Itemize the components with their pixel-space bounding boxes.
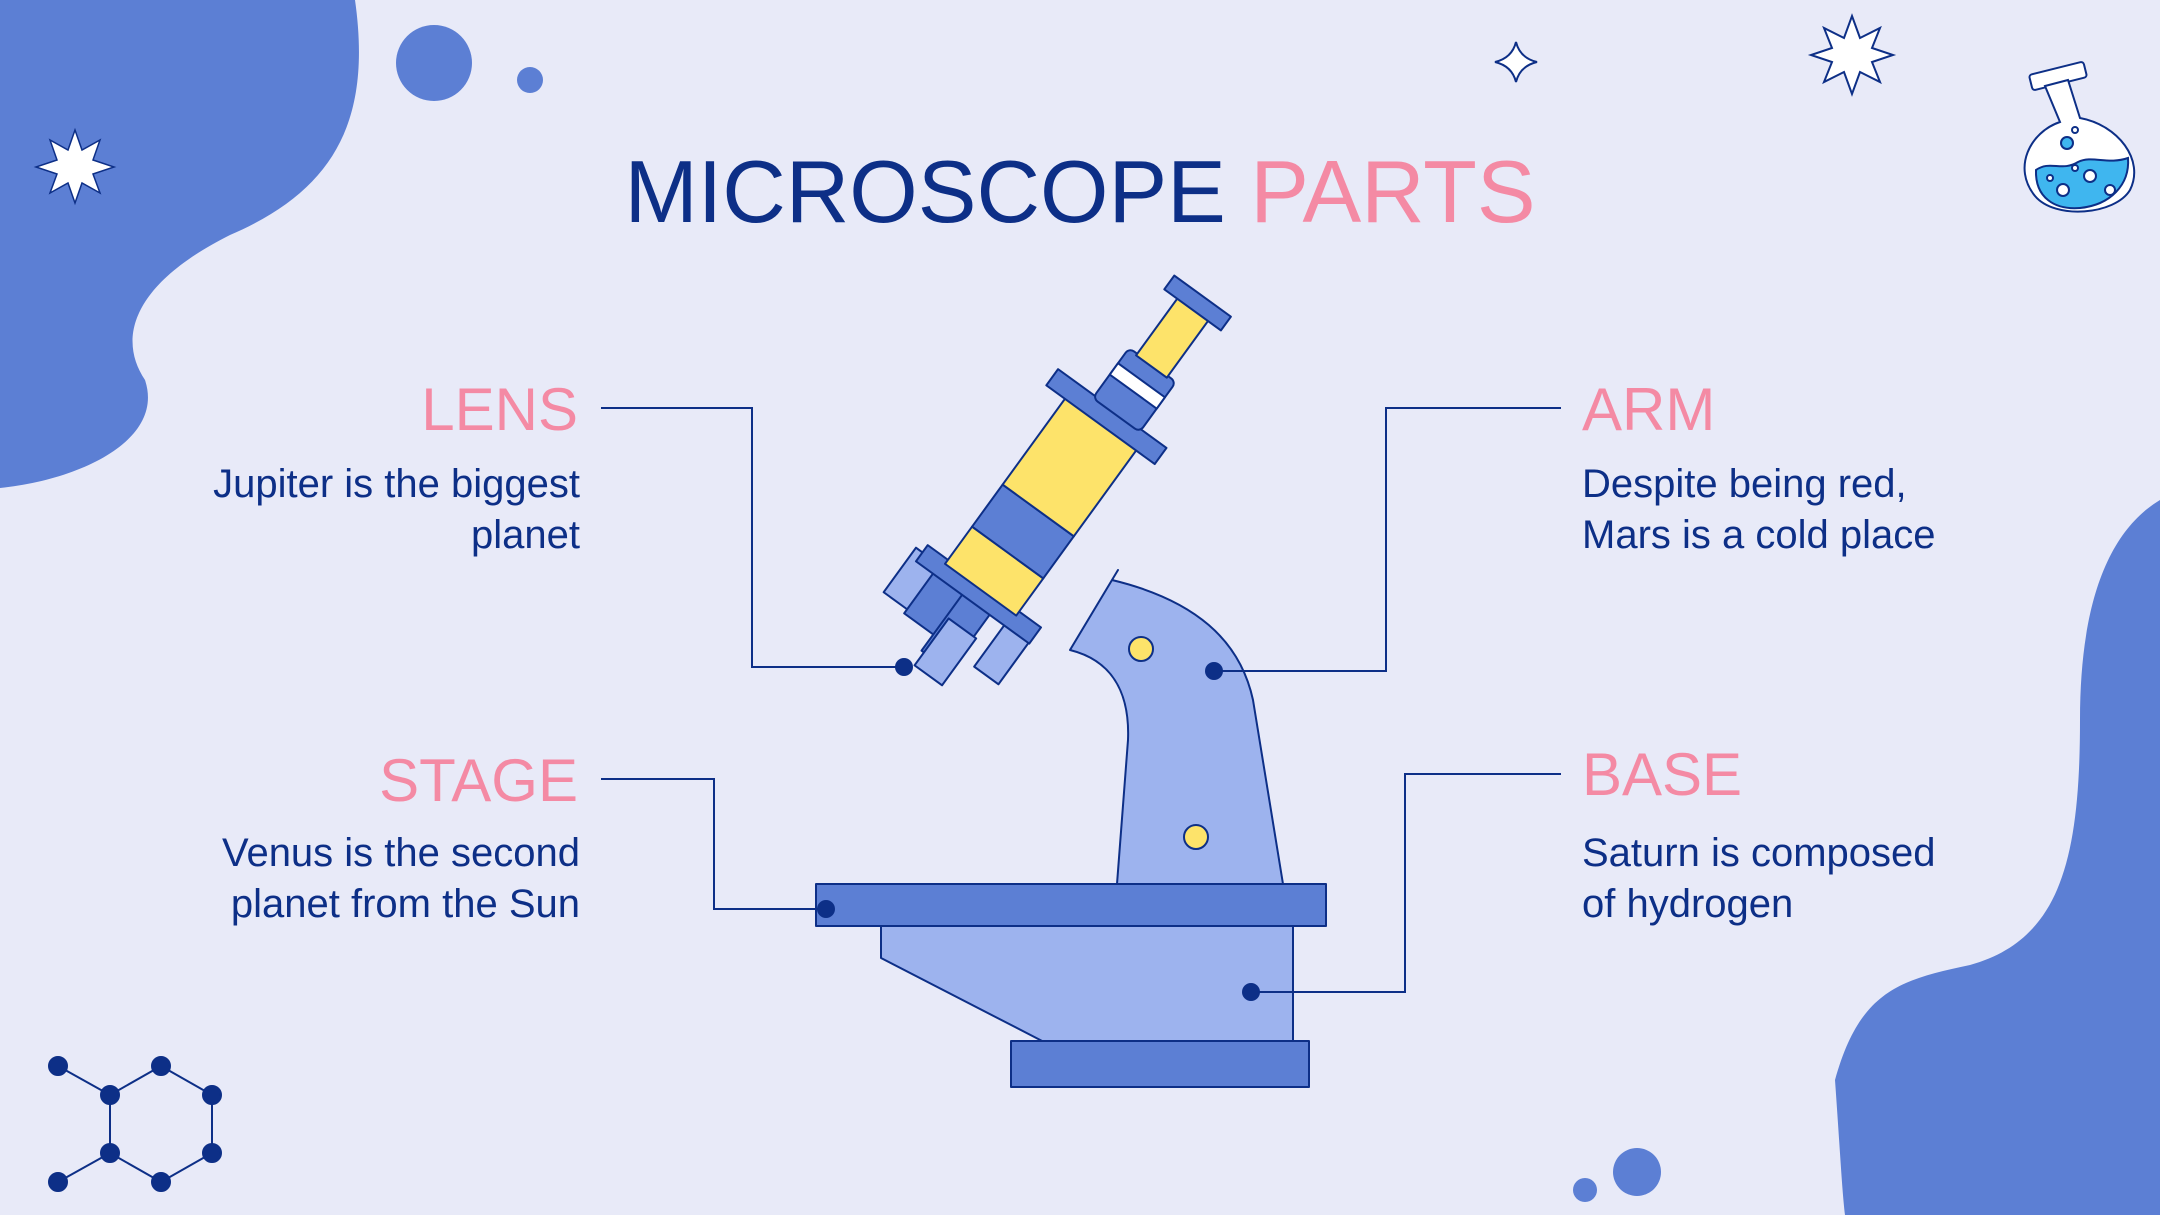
lens-description: Jupiter is the biggest planet	[60, 459, 580, 561]
arm-label: ARM	[1582, 376, 1716, 443]
lens-connector	[601, 407, 904, 668]
stage-label: STAGE	[379, 747, 578, 814]
microscope-base-body	[880, 924, 1294, 1044]
stage-connector	[601, 778, 826, 910]
lens-desc-line2: planet	[471, 513, 580, 557]
microscope-stage	[815, 883, 1327, 927]
flask-icon	[2023, 61, 2136, 213]
base-label: BASE	[1582, 741, 1743, 808]
dot-large	[396, 25, 472, 101]
lens-label: LENS	[421, 376, 578, 443]
dot-large	[1613, 1148, 1661, 1196]
star-icon	[33, 127, 117, 206]
connector-lines	[601, 407, 1561, 993]
base-desc-line1: Saturn is composed	[1582, 831, 1936, 875]
base-description: Saturn is composed of hydrogen	[1582, 828, 2102, 930]
stage-desc-line1: Venus is the second	[221, 831, 580, 875]
microscope-arm	[1069, 569, 1284, 885]
base-desc-line2: of hydrogen	[1582, 882, 1794, 926]
dot-small	[517, 67, 543, 93]
title-part2: PARTS	[1250, 142, 1536, 241]
star-icon	[1807, 13, 1897, 97]
title-part1: MICROSCOPE	[624, 142, 1226, 241]
lens-desc-line1: Jupiter is the biggest	[213, 462, 580, 506]
bottom-right-blob	[1835, 500, 2160, 1215]
molecule-icon	[48, 1056, 222, 1192]
arm-description: Despite being red, Mars is a cold place	[1582, 459, 2102, 561]
arm-connector	[1214, 407, 1561, 672]
dot-small	[1573, 1178, 1597, 1202]
top-left-blob	[0, 0, 359, 488]
base-connector	[1251, 773, 1561, 993]
stage-desc-line2: planet from the Sun	[230, 882, 580, 926]
arm-desc-line2: Mars is a cold place	[1582, 513, 1936, 557]
microscope-illustration	[815, 274, 1327, 1088]
connector-dots	[817, 658, 1260, 1001]
sparkle-icon	[1494, 41, 1538, 83]
page-title: MICROSCOPE PARTS	[0, 148, 2160, 236]
arm-desc-line1: Despite being red,	[1582, 462, 1907, 506]
stage-description: Venus is the second planet from the Sun	[60, 828, 580, 930]
microscope-base	[1010, 1040, 1310, 1088]
